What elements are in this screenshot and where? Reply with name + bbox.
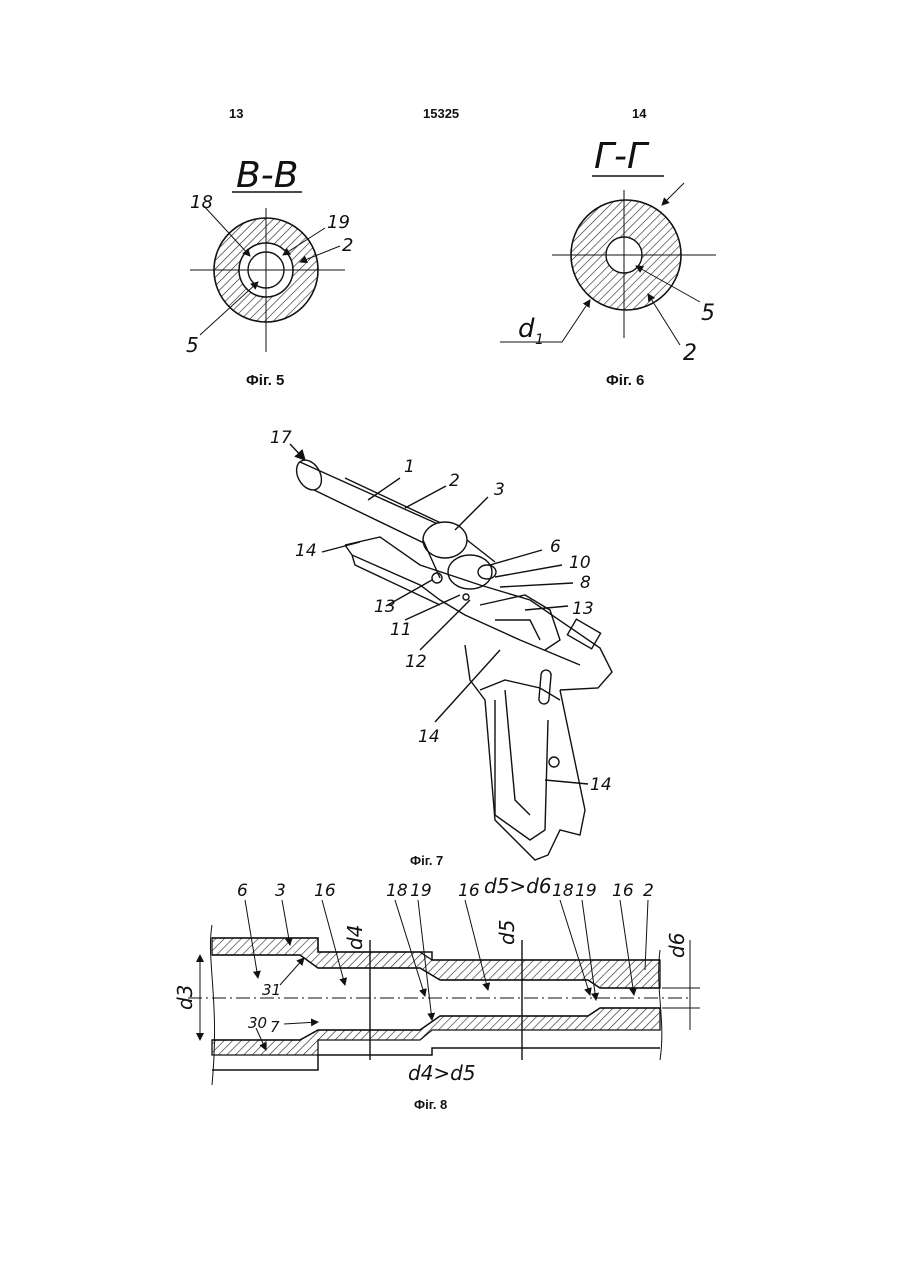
fig8-label-18-b: 18 <box>552 881 574 901</box>
fig7-label-1: 1 <box>404 457 415 477</box>
fig8-label-16-b: 16 <box>458 881 480 901</box>
fig7-label-14-top: 14 <box>295 541 317 561</box>
fig7-label-11: 11 <box>390 620 412 640</box>
fig6-label-2: 2 <box>683 341 697 366</box>
fig8-label-16-c: 16 <box>612 881 634 901</box>
fig7-label-12: 12 <box>405 652 427 672</box>
fig5-label-19: 19 <box>327 212 350 233</box>
fig5-section-title: В-В <box>236 155 298 196</box>
fig7-label-3: 3 <box>494 480 505 500</box>
fig8-label-30: 30 <box>248 1014 267 1032</box>
fig8-dim-d6: d6 <box>665 933 689 958</box>
fig8-label-31: 31 <box>262 981 281 999</box>
fig5-drawing: В-В 18 19 2 5 <box>186 155 353 357</box>
fig8-label-16-a: 16 <box>314 881 336 901</box>
fig8-label-19-a: 19 <box>410 881 432 901</box>
fig6-label-5: 5 <box>701 301 715 326</box>
fig8-label-7: 7 <box>270 1018 280 1036</box>
fig7-label-17: 17 <box>270 428 292 448</box>
fig6-drawing: Г-Г d 1 5 2 <box>500 136 716 366</box>
fig7-label-6: 6 <box>550 537 561 557</box>
fig8-condition-top: d5>d6 <box>484 874 552 898</box>
fig5-label-18: 18 <box>190 192 213 213</box>
fig7-label-13-left: 13 <box>374 597 396 617</box>
fig6-label-d1-sub: 1 <box>535 332 544 348</box>
fig7-label-14-bottom: 14 <box>590 775 612 795</box>
fig7-label-8: 8 <box>580 573 591 593</box>
fig8-label-3: 3 <box>275 881 286 901</box>
fig5-label-5: 5 <box>186 333 199 357</box>
fig8-label-18-a: 18 <box>386 881 408 901</box>
fig8-label-2: 2 <box>643 881 654 901</box>
fig8-dim-d5: d5 <box>495 920 519 945</box>
fig7-label-2: 2 <box>449 471 460 491</box>
fig8-dim-d3: d3 <box>173 985 197 1010</box>
fig6-section-title: Г-Г <box>594 136 650 177</box>
fig5-label-2: 2 <box>342 235 353 256</box>
fig8-label-6: 6 <box>237 881 248 901</box>
fig8-dim-d4: d4 <box>343 925 367 950</box>
fig7-drawing <box>290 444 612 860</box>
fig7-label-13-right: 13 <box>572 599 594 619</box>
fig7-label-10: 10 <box>569 553 591 573</box>
fig8-condition-bottom: d4>d5 <box>408 1061 476 1085</box>
fig7-label-14-middle: 14 <box>418 727 440 747</box>
fig8-label-19-b: 19 <box>575 881 597 901</box>
fig6-label-d1: d <box>518 314 535 344</box>
